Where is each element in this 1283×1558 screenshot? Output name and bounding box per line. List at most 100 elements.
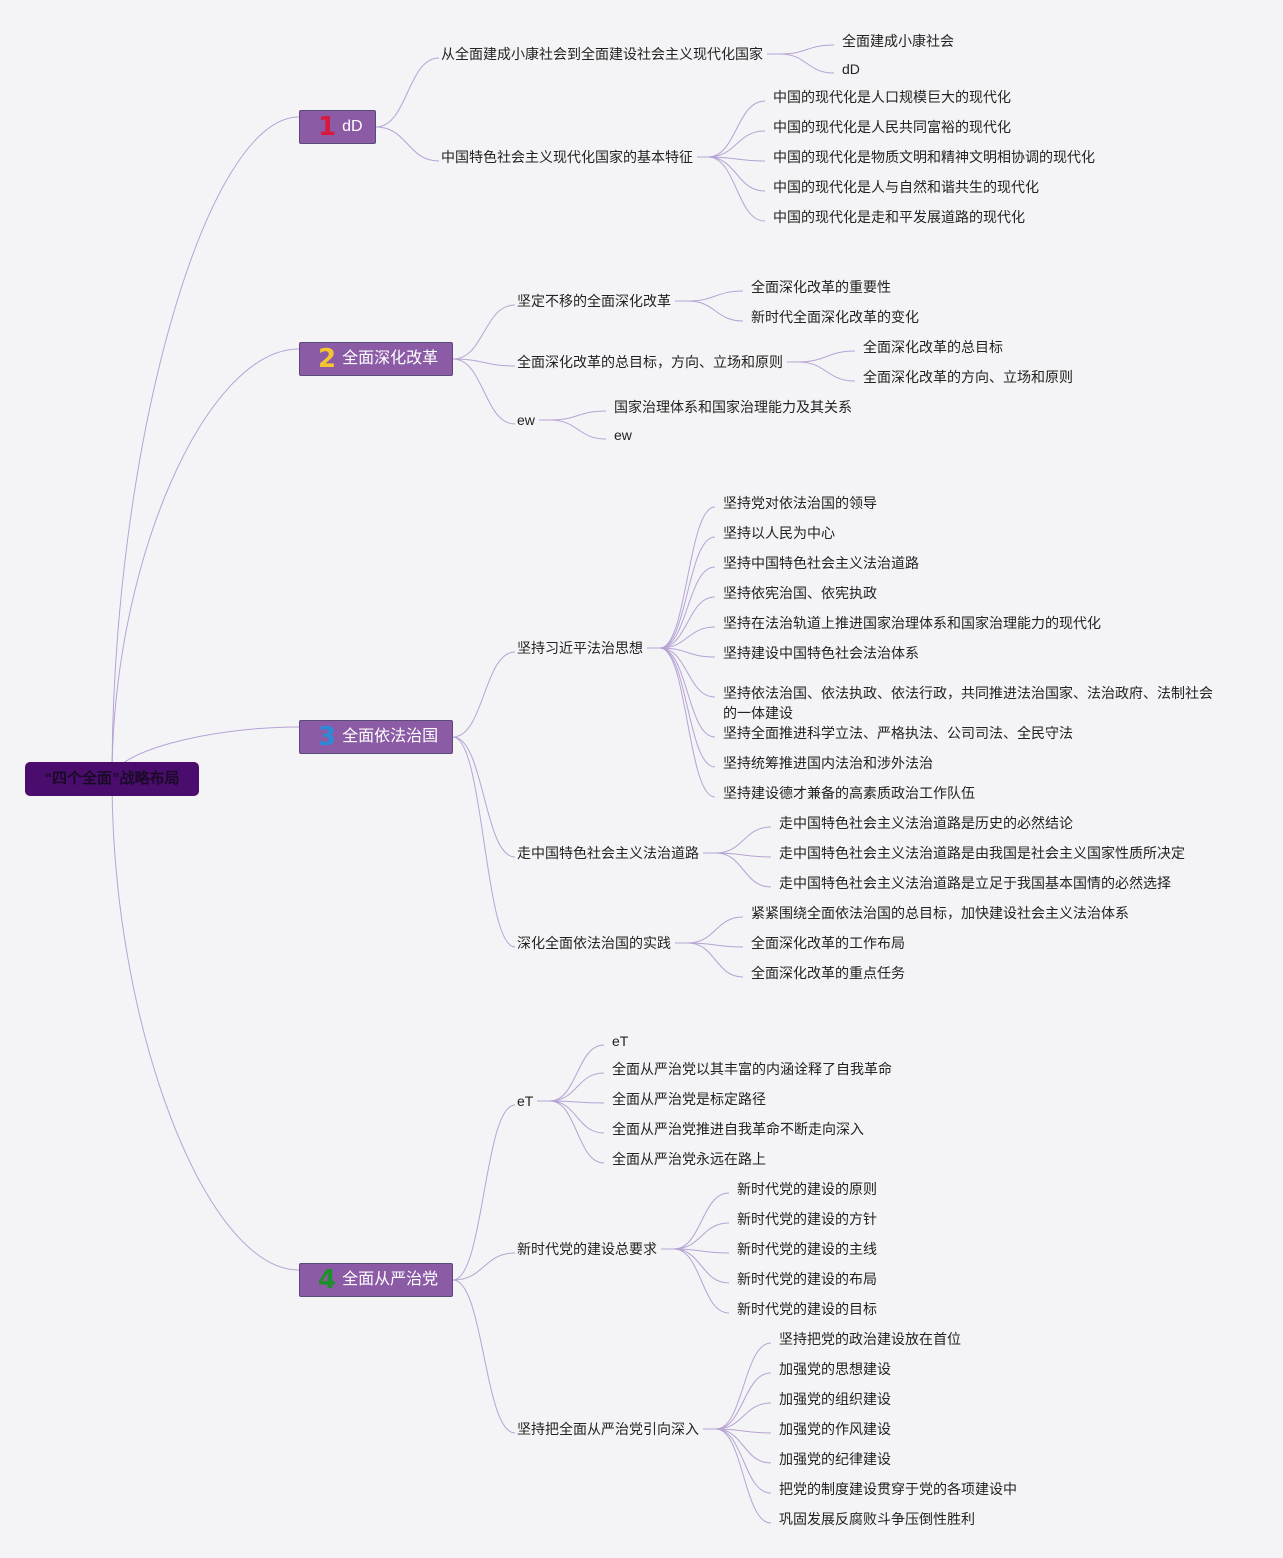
leaf-node-4-2-5[interactable]: 新时代党的建设的目标 <box>737 1301 877 1317</box>
leaf-node-1-2-3[interactable]: 中国的现代化是物质文明和精神文明相协调的现代化 <box>773 149 1095 165</box>
leaf-node-4-3-6[interactable]: 把党的制度建设贯穿于党的各项建设中 <box>779 1481 1017 1497</box>
leaf-node-3-2-2[interactable]: 走中国特色社会主义法治道路是由我国是社会主义国家性质所决定 <box>779 845 1185 861</box>
leaf-node-4-1-4[interactable]: 全面从严治党推进自我革命不断走向深入 <box>612 1121 864 1137</box>
link-sub-4-3-leaf-3 <box>715 1402 772 1430</box>
leaf-node-4-3-3[interactable]: 加强党的组织建设 <box>779 1391 891 1407</box>
link-sub-3-1-leaf-2 <box>659 536 716 649</box>
leaf-node-1-2-1[interactable]: 中国的现代化是人口规模巨大的现代化 <box>773 89 1011 105</box>
link-root-branch-1 <box>111 116 300 780</box>
sub-node-4-3[interactable]: 坚持把全面从严治党引向深入 <box>517 1421 699 1437</box>
link-sub-2-3-leaf-1 <box>549 410 607 421</box>
sub-node-3-3[interactable]: 深化全面依法治国的实践 <box>517 935 671 951</box>
leaf-node-3-1-10[interactable]: 坚持建设德才兼备的高素质政治工作队伍 <box>723 785 975 801</box>
link-sub-3-2-leaf-1 <box>715 826 772 854</box>
link-sub-1-2-leaf-4 <box>707 156 766 192</box>
branch-label: 全面深化改革 <box>342 350 439 367</box>
sub-node-2-2[interactable]: 全面深化改革的总目标，方向、立场和原则 <box>517 354 783 370</box>
sub-node-4-1[interactable]: eT <box>517 1093 534 1109</box>
leaf-node-3-1-1[interactable]: 坚持党对依法治国的领导 <box>723 495 877 511</box>
link-sub-4-1-leaf-2 <box>549 1072 605 1102</box>
leaf-node-1-2-4[interactable]: 中国的现代化是人与自然和谐共生的现代化 <box>773 179 1039 195</box>
link-sub-4-3-leaf-7 <box>715 1428 772 1524</box>
sub-node-2-1[interactable]: 坚定不移的全面深化改革 <box>517 293 671 309</box>
leaf-node-1-2-2[interactable]: 中国的现代化是人民共同富裕的现代化 <box>773 119 1011 135</box>
link-sub-2-2-leaf-2 <box>797 361 856 382</box>
leaf-node-4-3-5[interactable]: 加强党的纪律建设 <box>779 1451 891 1467</box>
branch-node-4[interactable]: 4 全面从严治党 <box>299 1263 453 1297</box>
link-sub-3-1-leaf-1 <box>659 506 716 649</box>
leaf-node-4-1-2[interactable]: 全面从严治党以其丰富的内涵诠释了自我革命 <box>612 1061 892 1077</box>
leaf-node-4-2-4[interactable]: 新时代党的建设的布局 <box>737 1271 877 1287</box>
sub-node-4-2[interactable]: 新时代党的建设总要求 <box>517 1241 657 1257</box>
branch-label: 全面从严治党 <box>342 1271 439 1288</box>
leaf-node-1-1-1[interactable]: 全面建成小康社会 <box>842 33 954 49</box>
sub-node-3-2[interactable]: 走中国特色社会主义法治道路 <box>517 845 699 861</box>
link-sub-1-2-leaf-1 <box>707 100 766 158</box>
link-sub-4-3-leaf-2 <box>715 1372 772 1430</box>
link-sub-4-3-leaf-5 <box>715 1428 772 1464</box>
leaf-node-3-2-3[interactable]: 走中国特色社会主义法治道路是立足于我国基本国情的必然选择 <box>779 875 1171 891</box>
sub-node-3-1[interactable]: 坚持习近平法治思想 <box>517 640 643 656</box>
leaf-node-4-3-2[interactable]: 加强党的思想建设 <box>779 1361 891 1377</box>
leaf-node-2-3-1[interactable]: 国家治理体系和国家治理能力及其关系 <box>614 399 852 415</box>
branch-label: 全面依法治国 <box>342 728 439 745</box>
link-sub-3-1-leaf-10 <box>659 647 716 798</box>
number-4-badge-icon: 4 <box>318 1265 337 1295</box>
leaf-node-3-1-5[interactable]: 坚持在法治轨道上推进国家治理体系和国家治理能力的现代化 <box>723 615 1101 631</box>
link-sub-3-3-leaf-3 <box>687 942 744 978</box>
link-branch-1-sub-2 <box>375 126 440 162</box>
leaf-node-4-1-3[interactable]: 全面从严治党是标定路径 <box>612 1091 766 1107</box>
leaf-node-4-1-5[interactable]: 全面从严治党永远在路上 <box>612 1151 766 1167</box>
leaf-node-4-3-1[interactable]: 坚持把党的政治建设放在首位 <box>779 1331 961 1347</box>
leaf-node-3-3-3[interactable]: 全面深化改革的重点任务 <box>751 965 905 981</box>
root-node[interactable]: “四个全面”战略布局 <box>25 762 199 796</box>
link-sub-3-1-leaf-4 <box>659 596 716 649</box>
leaf-node-3-1-4[interactable]: 坚持依宪治国、依宪执政 <box>723 585 877 601</box>
sub-node-1-2[interactable]: 中国特色社会主义现代化国家的基本特征 <box>441 149 693 165</box>
sub-node-1-1[interactable]: 从全面建成小康社会到全面建设社会主义现代化国家 <box>441 46 763 62</box>
branch-label: dD <box>342 118 363 135</box>
leaf-node-2-2-2[interactable]: 全面深化改革的方向、立场和原则 <box>863 369 1073 385</box>
leaf-node-2-1-2[interactable]: 新时代全面深化改革的变化 <box>751 309 919 325</box>
leaf-node-3-1-9[interactable]: 坚持统筹推进国内法治和涉外法治 <box>723 755 933 771</box>
sub-node-2-3[interactable]: ew <box>517 412 535 428</box>
leaf-node-3-1-7[interactable]: 坚持依法治国、依法执政、依法行政，共同推进法治国家、法治政府、法制社会的一体建设 <box>723 685 1213 721</box>
leaf-node-4-2-1[interactable]: 新时代党的建设的原则 <box>737 1181 877 1197</box>
link-sub-4-3-leaf-6 <box>715 1428 772 1494</box>
link-sub-4-3-leaf-4 <box>715 1428 772 1434</box>
leaf-node-4-3-4[interactable]: 加强党的作风建设 <box>779 1421 891 1437</box>
link-sub-4-1-leaf-5 <box>549 1100 605 1164</box>
link-root-branch-2 <box>111 348 300 780</box>
leaf-node-2-3-2[interactable]: ew <box>614 427 632 443</box>
number-2-badge-icon: 2 <box>318 344 337 374</box>
leaf-node-4-1-1[interactable]: eT <box>612 1033 629 1049</box>
leaf-node-1-2-5[interactable]: 中国的现代化是走和平发展道路的现代化 <box>773 209 1025 225</box>
leaf-node-2-2-1[interactable]: 全面深化改革的总目标 <box>863 339 1003 355</box>
leaf-node-4-2-3[interactable]: 新时代党的建设的主线 <box>737 1241 877 1257</box>
leaf-node-4-2-2[interactable]: 新时代党的建设的方针 <box>737 1211 877 1227</box>
branch-node-2[interactable]: 2 全面深化改革 <box>299 342 453 376</box>
leaf-node-2-1-1[interactable]: 全面深化改革的重要性 <box>751 279 891 295</box>
leaf-node-3-3-2[interactable]: 全面深化改革的工作布局 <box>751 935 905 951</box>
link-sub-4-2-leaf-5 <box>673 1248 730 1314</box>
leaf-node-3-2-1[interactable]: 走中国特色社会主义法治道路是历史的必然结论 <box>779 815 1073 831</box>
link-branch-2-sub-2 <box>452 358 516 367</box>
link-sub-2-1-leaf-1 <box>687 290 744 302</box>
link-sub-1-1-leaf-1 <box>779 44 835 55</box>
link-sub-1-2-leaf-5 <box>707 156 766 222</box>
link-branch-2-sub-3 <box>452 358 516 425</box>
leaf-node-3-1-3[interactable]: 坚持中国特色社会主义法治道路 <box>723 555 919 571</box>
link-sub-4-2-leaf-4 <box>673 1248 730 1284</box>
link-sub-3-1-leaf-7 <box>659 647 716 698</box>
leaf-node-1-1-2[interactable]: dD <box>842 61 860 77</box>
leaf-node-3-1-6[interactable]: 坚持建设中国特色社会法治体系 <box>723 645 919 661</box>
leaf-node-3-3-1[interactable]: 紧紧围绕全面依法治国的总目标，加快建设社会主义法治体系 <box>751 905 1129 921</box>
leaf-node-3-1-2[interactable]: 坚持以人民为中心 <box>723 525 835 541</box>
link-branch-3-sub-2 <box>452 736 516 858</box>
link-branch-1-sub-1 <box>375 57 440 128</box>
leaf-node-3-1-8[interactable]: 坚持全面推进科学立法、严格执法、公司司法、全民守法 <box>723 725 1073 741</box>
leaf-node-4-3-7[interactable]: 巩固发展反腐败斗争压倒性胜利 <box>779 1511 975 1527</box>
